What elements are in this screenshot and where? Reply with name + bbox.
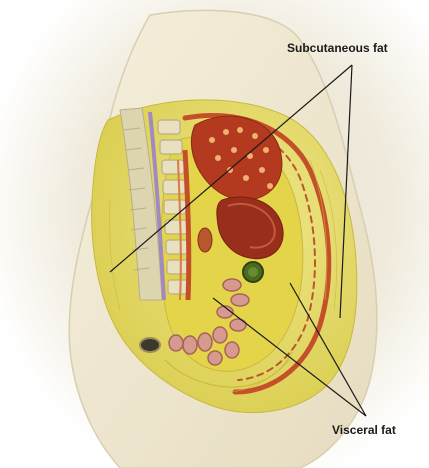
subcutaneous-fat-label: Subcutaneous fat bbox=[287, 41, 388, 55]
kidney bbox=[198, 228, 212, 252]
colon-section bbox=[140, 338, 160, 352]
visceral-fat-label: Visceral fat bbox=[332, 423, 396, 437]
